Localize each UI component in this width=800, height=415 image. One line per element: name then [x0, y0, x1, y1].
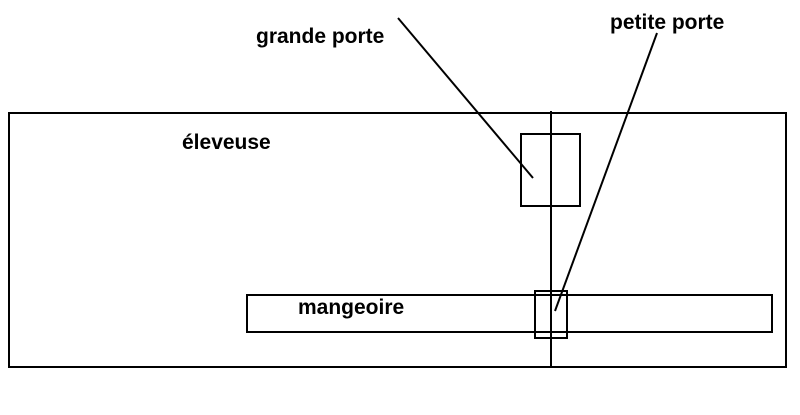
petite-porte-rect	[534, 290, 568, 339]
petite-porte-pointer	[554, 32, 658, 312]
eleveuse-label: éleveuse	[182, 131, 271, 154]
mangeoire-label: mangeoire	[298, 296, 404, 319]
grande-porte-pointer	[397, 17, 534, 179]
petite-porte-label: petite porte	[610, 11, 724, 34]
grande-porte-label: grande porte	[256, 25, 384, 48]
grande-porte-rect	[520, 133, 581, 207]
mangeoire-rect	[246, 294, 773, 333]
eleveuse-enclosure	[8, 112, 787, 368]
